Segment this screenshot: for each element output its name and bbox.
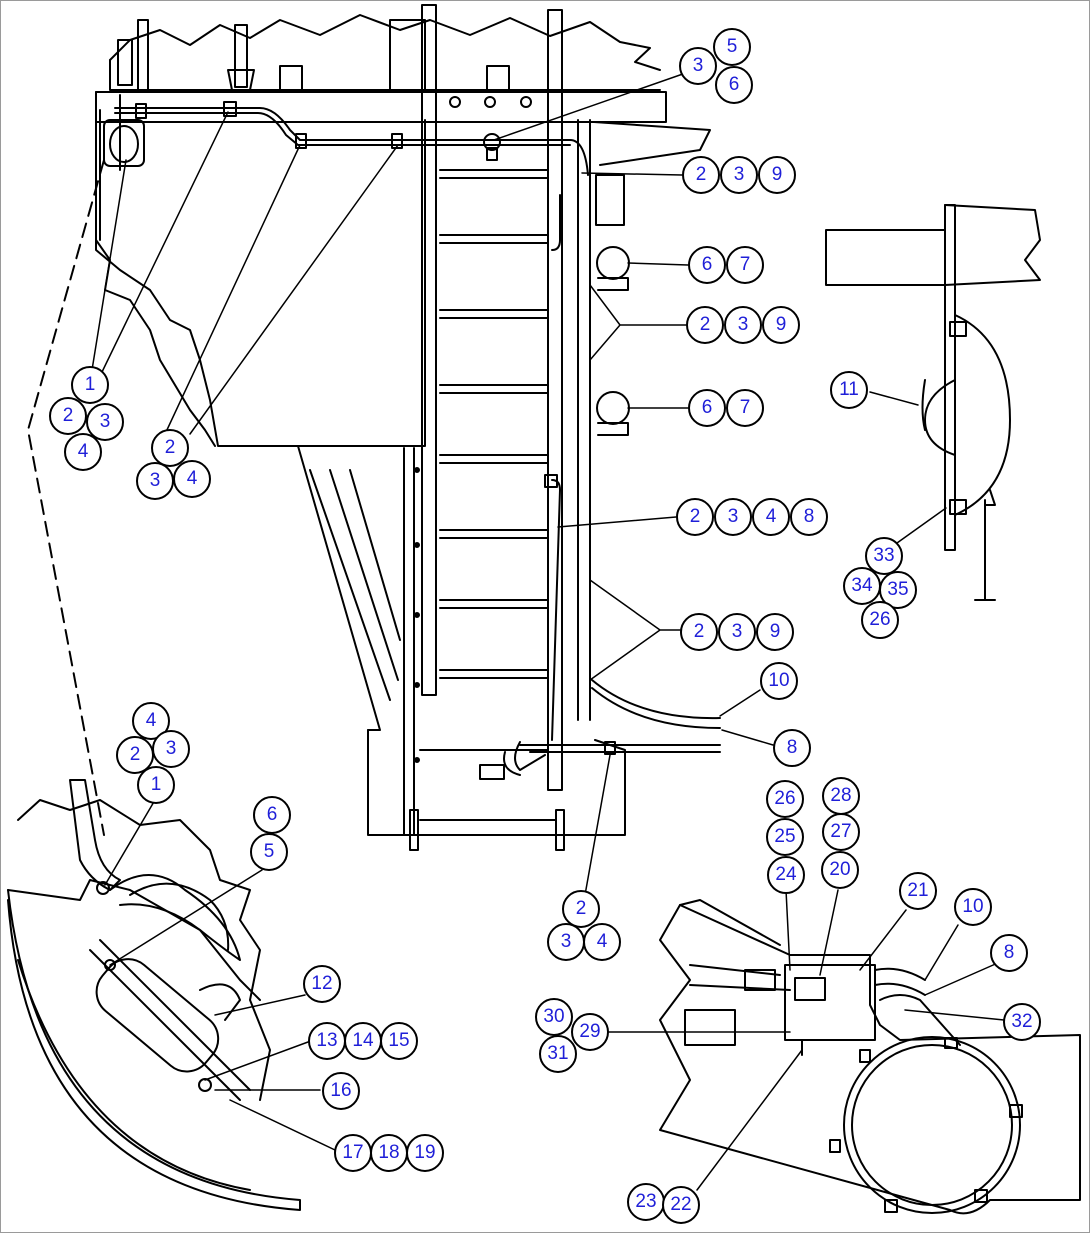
- callout-9: 9: [758, 156, 796, 194]
- callout-9: 9: [762, 306, 800, 344]
- callout-10: 10: [954, 888, 992, 926]
- callout-22: 22: [662, 1186, 700, 1224]
- callout-2: 2: [49, 397, 87, 435]
- callout-1: 1: [71, 366, 109, 404]
- callout-12: 12: [303, 965, 341, 1003]
- callout-24: 24: [767, 856, 805, 894]
- callout-7: 7: [726, 389, 764, 427]
- callout-15: 15: [380, 1022, 418, 1060]
- callout-17: 17: [334, 1134, 372, 1172]
- callout-3: 3: [152, 730, 190, 768]
- callout-2: 2: [151, 429, 189, 467]
- callout-3: 3: [720, 156, 758, 194]
- lower-left-detail: [7, 779, 301, 1211]
- callout-6: 6: [715, 66, 753, 104]
- callout-25: 25: [766, 818, 804, 856]
- leader-lines-lower-right: [605, 889, 1005, 1191]
- callout-34: 34: [843, 567, 881, 605]
- callout-3: 3: [724, 306, 762, 344]
- callout-10: 10: [760, 662, 798, 700]
- detail-guide-line: [27, 159, 105, 836]
- callout-31: 31: [539, 1035, 577, 1073]
- light-detail: [825, 204, 1041, 601]
- callout-6: 6: [688, 389, 726, 427]
- callout-3: 3: [547, 923, 585, 961]
- callout-33: 33: [865, 537, 903, 575]
- callout-9: 9: [756, 613, 794, 651]
- callout-14: 14: [344, 1022, 382, 1060]
- callout-8: 8: [990, 934, 1028, 972]
- callout-4: 4: [173, 460, 211, 498]
- leader-lines-lower-left: [104, 799, 336, 1151]
- callout-1: 1: [137, 766, 175, 804]
- callout-32: 32: [1003, 1003, 1041, 1041]
- callout-2: 2: [682, 156, 720, 194]
- callout-3: 3: [714, 498, 752, 536]
- lower-right-detail: [659, 899, 1081, 1215]
- callout-2: 2: [680, 613, 718, 651]
- callout-28: 28: [822, 777, 860, 815]
- callout-30: 30: [535, 998, 573, 1036]
- callout-6: 6: [688, 246, 726, 284]
- callout-2: 2: [562, 890, 600, 928]
- callout-3: 3: [679, 47, 717, 85]
- callout-21: 21: [899, 872, 937, 910]
- callout-35: 35: [879, 571, 917, 609]
- callout-8: 8: [790, 498, 828, 536]
- callout-7: 7: [726, 246, 764, 284]
- callout-19: 19: [406, 1134, 444, 1172]
- callout-29: 29: [571, 1013, 609, 1051]
- callout-3: 3: [136, 462, 174, 500]
- callout-3: 3: [718, 613, 756, 651]
- callout-8: 8: [773, 729, 811, 767]
- callout-18: 18: [370, 1134, 408, 1172]
- callout-27: 27: [822, 813, 860, 851]
- callout-13: 13: [308, 1022, 346, 1060]
- callout-16: 16: [322, 1072, 360, 1110]
- callout-3: 3: [86, 403, 124, 441]
- callout-4: 4: [583, 923, 621, 961]
- leader-lines-main: [91, 67, 774, 896]
- main-view: [95, 4, 721, 851]
- callout-26: 26: [766, 780, 804, 818]
- callout-4: 4: [64, 433, 102, 471]
- callout-20: 20: [821, 851, 859, 889]
- callout-5: 5: [713, 28, 751, 66]
- callout-5: 5: [250, 833, 288, 871]
- callout-4: 4: [752, 498, 790, 536]
- callout-11: 11: [830, 371, 868, 409]
- callout-23: 23: [627, 1183, 665, 1221]
- callout-26: 26: [861, 601, 899, 639]
- callout-2: 2: [676, 498, 714, 536]
- callout-6: 6: [253, 796, 291, 834]
- callout-2: 2: [686, 306, 724, 344]
